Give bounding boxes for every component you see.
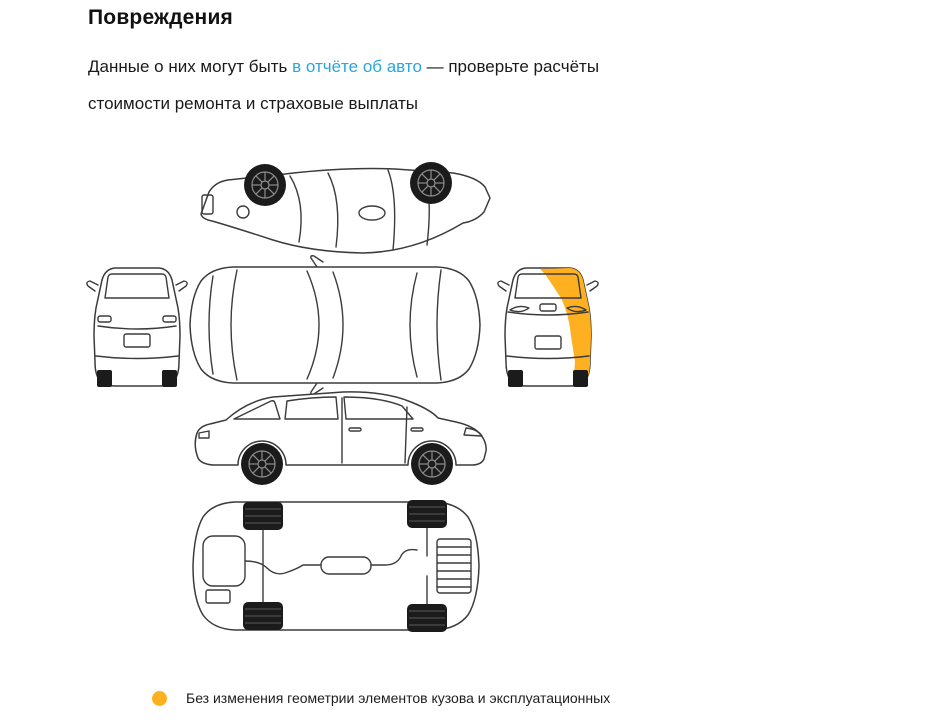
report-link[interactable]: в отчёте об авто [292, 57, 422, 76]
wheel-icon [410, 442, 454, 486]
car-top-angled-view [200, 161, 491, 254]
legend-label-continuation: характеристик [186, 719, 280, 722]
wheel-icon [242, 601, 284, 631]
wheel-icon [573, 370, 588, 387]
legend: Без изменения геометрии элементов кузова… [152, 684, 610, 722]
car-bottom-view [192, 499, 480, 633]
wheel-icon [406, 603, 448, 633]
car-rear-view [86, 267, 188, 387]
description-text-2: — проверьте расчёты стоимости ремонта и … [88, 57, 600, 113]
car-side-view [194, 391, 487, 486]
wheel-icon [240, 442, 284, 486]
car-front-view [497, 267, 599, 387]
wheel-icon [242, 501, 284, 531]
car-damage-diagram [85, 140, 605, 640]
page-title: Повреждения [88, 6, 234, 29]
wheel-icon [409, 161, 453, 205]
legend-dot-icon [152, 691, 167, 706]
legend-label: Без изменения геометрии элементов кузова… [186, 690, 611, 706]
car-top-plan-view [189, 255, 481, 395]
legend-dot [152, 691, 167, 706]
wheel-icon [162, 370, 177, 387]
wheel-icon [243, 163, 287, 207]
damage-highlight-front-left-fender [540, 268, 591, 385]
wheel-icon [508, 370, 523, 387]
legend-item: Без изменения геометрии элементов кузова… [186, 684, 610, 722]
description: Данные о них могут быть в отчёте об авто… [88, 48, 648, 122]
car-damage-diagram-svg [86, 161, 599, 633]
wheel-icon [406, 499, 448, 529]
wheel-icon [97, 370, 112, 387]
description-text-1: Данные о них могут быть [88, 57, 293, 76]
